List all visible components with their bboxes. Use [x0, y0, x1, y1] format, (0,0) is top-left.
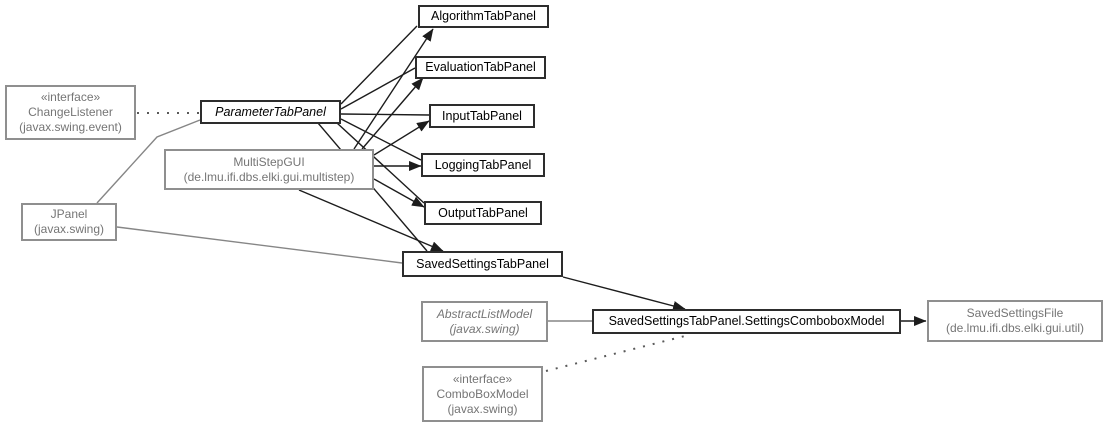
edge-outputtabpanel-extends-parametertabpanel: [336, 122, 425, 204]
class-package: (javax.swing.event): [19, 120, 122, 134]
class-box-evaluationtabpanel[interactable]: EvaluationTabPanel: [415, 56, 546, 79]
class-name: SavedSettingsTabPanel.SettingsComboboxMo…: [608, 314, 885, 328]
edge-savedsettingstabpanel-extends-jpanel: [116, 226, 403, 264]
class-box-jpanel[interactable]: JPanel (javax.swing): [21, 203, 117, 241]
class-name: SavedSettingsTabPanel: [416, 256, 549, 271]
class-box-comboboxmodel[interactable]: «interface» ComboBoxModel (javax.swing): [422, 366, 543, 422]
stereotype-label: «interface»: [40, 90, 101, 104]
class-name: InputTabPanel: [442, 108, 522, 123]
edge-inputtabpanel-extends-parametertabpanel: [340, 113, 430, 116]
class-name: LoggingTabPanel: [434, 157, 532, 172]
edge-savedsettingstabpanel-to-settingscomboboxmodel: [562, 276, 686, 311]
class-package: (de.lmu.ifi.dbs.elki.gui.util): [945, 321, 1085, 335]
class-box-algorithmtabpanel[interactable]: AlgorithmTabPanel: [418, 5, 549, 28]
class-name: ComboBoxModel: [436, 386, 529, 401]
class-box-savedsettingsfile[interactable]: SavedSettingsFile (de.lmu.ifi.dbs.elki.g…: [927, 300, 1103, 342]
class-name: ChangeListener: [28, 105, 113, 119]
edge-loggingtabpanel-extends-parametertabpanel: [340, 118, 422, 161]
class-name: EvaluationTabPanel: [425, 60, 536, 74]
class-package: (javax.swing): [33, 222, 105, 236]
class-box-parametertabpanel[interactable]: ParameterTabPanel: [200, 100, 341, 124]
edge-algorithmtabpanel-extends-parametertabpanel: [340, 25, 418, 105]
class-name: ParameterTabPanel: [215, 104, 326, 119]
class-box-outputtabpanel[interactable]: OutputTabPanel: [424, 201, 542, 225]
stereotype-label: «interface»: [452, 371, 513, 386]
edge-multistepgui-to-algorithmtabpanel: [353, 28, 434, 150]
class-name: AbstractListModel: [436, 306, 533, 321]
class-name: JPanel: [50, 207, 88, 221]
class-box-changelistener[interactable]: «interface» ChangeListener (javax.swing.…: [5, 85, 136, 140]
class-package: (de.lmu.ifi.dbs.elki.gui.multistep): [183, 169, 355, 184]
class-name: MultiStepGUI: [233, 154, 305, 169]
class-name: SavedSettingsFile: [966, 306, 1064, 320]
class-box-inputtabpanel[interactable]: InputTabPanel: [429, 104, 535, 128]
edge-multistepgui-to-evaluationtabpanel: [361, 77, 424, 150]
class-box-loggingtabpanel[interactable]: LoggingTabPanel: [421, 153, 545, 177]
class-package: (javax.swing): [447, 401, 518, 416]
edge-parametertabpanel-extends-jpanel: [96, 119, 201, 204]
class-package: (javax.swing): [449, 321, 520, 336]
edge-multistepgui-to-inputtabpanel: [373, 120, 430, 156]
edge-settingscomboboxmodel-implements-comboboxmodel: [545, 334, 690, 372]
class-name: AlgorithmTabPanel: [431, 9, 536, 23]
class-box-abstractlistmodel[interactable]: AbstractListModel (javax.swing): [421, 301, 548, 342]
edge-multistepgui-to-outputtabpanel: [373, 178, 425, 208]
class-box-multistepgui[interactable]: MultiStepGUI (de.lmu.ifi.dbs.elki.gui.mu…: [164, 149, 374, 190]
edge-multistepgui-to-savedsettingstabpanel: [298, 189, 444, 252]
class-name: OutputTabPanel: [438, 205, 528, 220]
class-box-savedsettingstabpanel[interactable]: SavedSettingsTabPanel: [402, 251, 563, 277]
class-box-settingscomboboxmodel[interactable]: SavedSettingsTabPanel.SettingsComboboxMo…: [592, 309, 901, 334]
